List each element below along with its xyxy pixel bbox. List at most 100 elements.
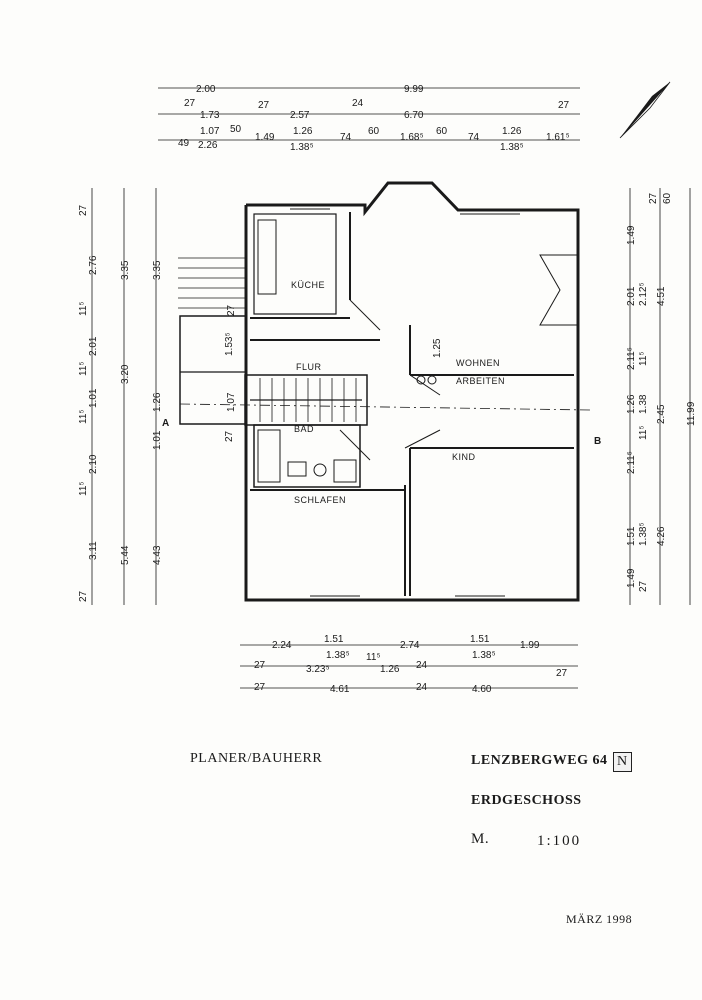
inner-walls bbox=[178, 212, 591, 596]
dim-top-2-5: 6.70 bbox=[404, 110, 424, 121]
dim-left-2-2: 5.44 bbox=[120, 545, 131, 565]
dim-right-1-11: 1.49 bbox=[626, 568, 637, 588]
dim-left-3-2: 4.43 bbox=[152, 545, 163, 565]
planer-label: PLANER/BAUHERR bbox=[190, 751, 323, 766]
date-label: MÄRZ 1998 bbox=[566, 912, 633, 926]
dim-top-3-2: 2.26 bbox=[198, 140, 218, 151]
dim-left-1-7: 2.10 bbox=[88, 454, 99, 474]
dim-bottom-2-2: 11⁵ bbox=[366, 652, 381, 663]
dim-top-3-12: 1.26 bbox=[502, 126, 522, 137]
dim-top-2-3: 2.57 bbox=[290, 110, 310, 121]
dim-right-1-2: 2.12⁵ bbox=[638, 282, 649, 306]
dim-right-1-0: 1.49 bbox=[626, 225, 637, 245]
dim-top-3-1: 1.07 bbox=[200, 126, 220, 137]
dim-left-2-1: 3.20 bbox=[120, 364, 131, 384]
dim-top-2-4: 24 bbox=[352, 98, 364, 109]
dim-bottom-3-3: 4.60 bbox=[472, 684, 492, 695]
dim-right-1-9: 1.51 bbox=[626, 526, 637, 546]
dim-top-3-14: 1.61⁵ bbox=[546, 132, 570, 143]
dim-left-1-4: 11⁵ bbox=[78, 361, 89, 376]
dim-top-3-5: 1.26 bbox=[293, 126, 313, 137]
dim-top-3-10: 60 bbox=[436, 126, 448, 137]
dim-top-1-1: 9.99 bbox=[404, 84, 424, 95]
room-label-study: ARBEITEN bbox=[456, 376, 505, 386]
dim-bottom-2-4: 24 bbox=[416, 660, 428, 671]
dim-right-1-10: 1.38⁵ bbox=[638, 522, 649, 546]
room-label-bath: BAD bbox=[294, 424, 314, 434]
dim-left-2-0: 3.35 bbox=[120, 260, 131, 280]
dim-right-2-3: 4.26 bbox=[656, 526, 667, 546]
dim-right-3-1: 11.99 bbox=[686, 401, 697, 426]
dim-right-2-2: 2.45 bbox=[656, 404, 667, 424]
dimension-lines bbox=[91, 81, 691, 689]
north-marker: N bbox=[613, 752, 632, 772]
compass-arrow bbox=[620, 82, 670, 138]
address-label: LENZBERGWEG 64 bbox=[471, 753, 608, 768]
dim-left-3-1: 1.01 bbox=[152, 430, 163, 450]
dim-bottom-3-0: 27 bbox=[254, 682, 266, 693]
dim-top-3-8: 60 bbox=[368, 126, 380, 137]
dim-bottom-2-1: 3.23⁵ bbox=[306, 664, 330, 675]
dim-left-1-0: 27 bbox=[78, 204, 89, 216]
dim-bottom-1-0: 2.24 bbox=[272, 640, 292, 651]
dim-right-1-4: 11⁵ bbox=[638, 351, 649, 366]
dim-interior-1: 1.53⁵ bbox=[224, 332, 235, 356]
dim-left-1-8: 11⁵ bbox=[78, 481, 89, 496]
dim-top-3-4: 1.49 bbox=[255, 132, 275, 143]
dim-right-1-8: 2.11⁵ bbox=[626, 451, 637, 474]
dim-right-1-7: 11⁵ bbox=[638, 425, 649, 440]
dim-right-1-12: 27 bbox=[638, 580, 649, 592]
dim-right-2-0: 27 bbox=[648, 192, 659, 204]
scale-label: M. bbox=[471, 831, 490, 847]
dim-bottom-1-5: 1.38⁵ bbox=[472, 650, 496, 661]
floor-label: ERDGESCHOSS bbox=[471, 793, 582, 808]
dim-left-1-6: 11⁵ bbox=[78, 409, 89, 424]
dim-bottom-2-3: 1.26 bbox=[380, 664, 400, 675]
dim-bottom-1-3: 2.74 bbox=[400, 640, 420, 651]
dim-left-1-5: 1.01 bbox=[88, 388, 99, 408]
dim-right-2-1: 4.51 bbox=[656, 286, 667, 306]
section-marker-a: A bbox=[162, 418, 169, 429]
dim-left-1-10: 27 bbox=[78, 590, 89, 602]
dim-top-3-7: 74 bbox=[340, 132, 352, 143]
room-label-kitchen: KÜCHE bbox=[291, 280, 325, 290]
dim-right-1-6: 1.38 bbox=[638, 394, 649, 414]
dim-left-1-9: 3.11 bbox=[88, 541, 99, 560]
dim-top-2-6: 27 bbox=[558, 100, 570, 111]
dim-left-3-0: 3.35 bbox=[152, 260, 163, 280]
dim-interior-2: 1.07 bbox=[226, 392, 237, 412]
dimension-texts: 2.00 9.99 27 1.73 27 2.57 24 6.70 27 49 … bbox=[78, 84, 697, 695]
dim-bottom-1-4: 1.51 bbox=[470, 634, 490, 645]
dim-interior-5: 27 bbox=[224, 430, 235, 442]
dim-top-3-9: 1.68⁵ bbox=[400, 132, 424, 143]
dim-top-2-2: 27 bbox=[258, 100, 270, 111]
dim-right-1-3: 2.11⁵ bbox=[626, 347, 637, 370]
dim-left-1-2: 11⁵ bbox=[78, 301, 89, 316]
dim-right-1-5: 1.26 bbox=[626, 394, 637, 414]
dim-right-1-1: 2.01 bbox=[626, 286, 637, 306]
room-label-child: KIND bbox=[452, 452, 476, 462]
dim-bottom-3-2: 24 bbox=[416, 682, 428, 693]
dim-top-3-0: 49 bbox=[178, 138, 190, 149]
dim-bottom-1-1: 1.51 bbox=[324, 634, 344, 645]
dim-bottom-1-2: 1.38⁵ bbox=[326, 650, 350, 661]
dim-left-1-3: 2.01 bbox=[88, 336, 99, 356]
dim-left-1-1: 2.76 bbox=[88, 255, 99, 275]
dim-top-3-13: 1.38⁵ bbox=[500, 142, 524, 153]
dim-interior-4: 27 bbox=[226, 304, 237, 316]
windows bbox=[290, 204, 520, 601]
dim-top-3-6: 1.38⁵ bbox=[290, 142, 314, 153]
room-label-sleep: SCHLAFEN bbox=[294, 495, 346, 505]
scale-value: 1:100 bbox=[537, 833, 582, 849]
dim-top-3-3: 50 bbox=[230, 124, 242, 135]
dim-bottom-2-0: 27 bbox=[254, 660, 266, 671]
section-marker-b: B bbox=[594, 436, 601, 447]
room-label-living: WOHNEN bbox=[456, 358, 500, 368]
dim-top-2-0: 27 bbox=[184, 98, 196, 109]
dim-bottom-3-1: 4.61 bbox=[330, 684, 350, 695]
dim-top-1-0: 2.00 bbox=[196, 84, 216, 95]
room-label-hall: FLUR bbox=[296, 362, 322, 372]
dim-bottom-1-6: 1.99 bbox=[520, 640, 540, 651]
outer-walls bbox=[244, 181, 580, 602]
